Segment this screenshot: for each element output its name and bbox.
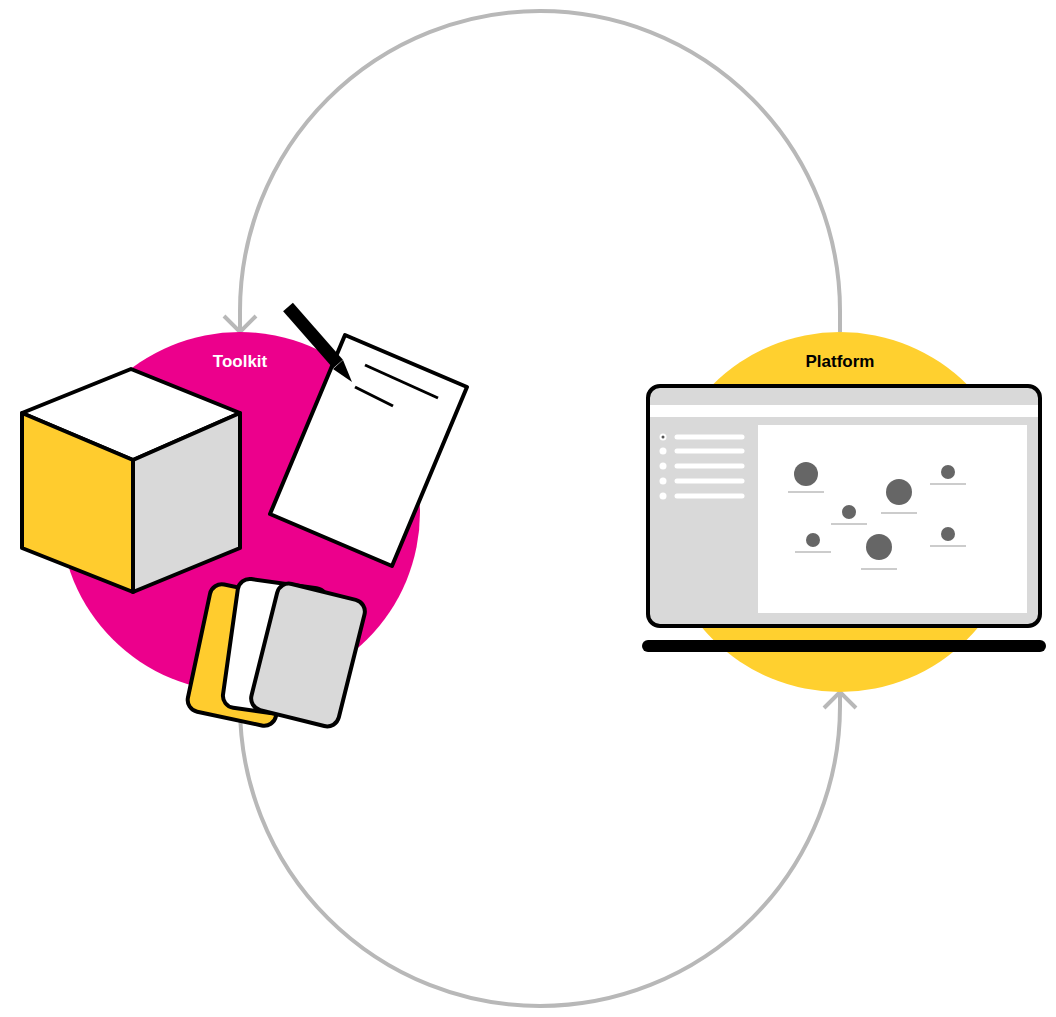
platform-circle: Platform [660,332,1020,692]
node-label: Platform [660,352,1020,372]
cycle-arrow [240,692,840,1006]
toolkit-circle: Toolkit [60,332,420,692]
node-label: Toolkit [60,352,420,372]
cycle-arrow [240,11,840,332]
